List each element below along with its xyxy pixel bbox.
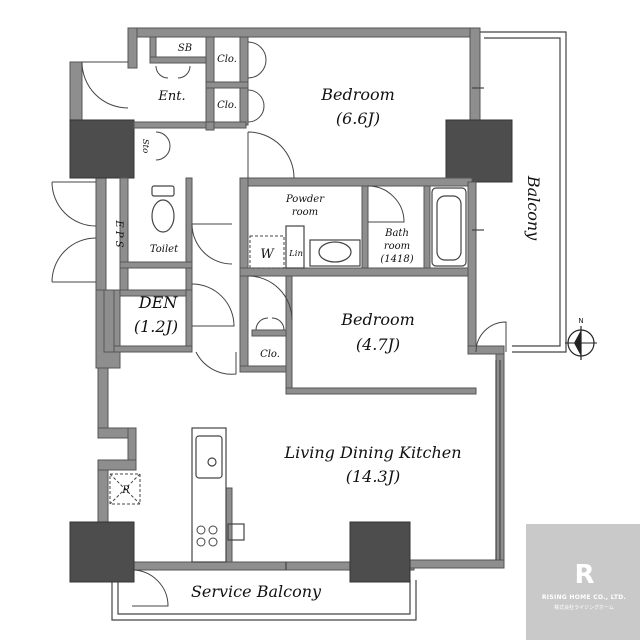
company-logo: R [574,560,594,590]
interior-walls [103,36,505,563]
washer-label: W [260,247,275,262]
toilet-fixture [151,185,175,233]
den-name: DEN [138,293,179,312]
bath-code-label: (1418) [380,254,413,265]
closet-label-1: Clo. [217,54,237,65]
bath-room-label-1: Bath [384,228,409,239]
balcony-label: Balcony [524,175,543,241]
closet-label-3: Clo. [260,349,280,360]
entrance-label: Ent. [157,89,185,104]
linen-label: Lin [288,249,303,259]
bathtub [431,187,467,267]
service-balcony-outline [111,580,417,621]
refrigerator-space [109,473,141,505]
shoe-box-label: SB [178,43,192,54]
compass-north-label: N [578,317,583,325]
company-name: RISING HOME CO., LTD. [541,594,627,601]
toilet-label: Toilet [150,244,179,255]
kitchen-counter [191,427,245,563]
closet-label-2: Clo. [217,100,237,111]
ldk-name: Living Dining Kitchen [283,443,461,462]
doors [51,41,507,607]
company-name-jp: 株式会社ライジングホーム [554,605,614,611]
bedroom-b-size: (4.7J) [356,335,400,354]
bath-room-label-2: room [384,241,410,252]
compass-icon: N [565,317,597,360]
bedroom-a-name: Bedroom [320,85,395,104]
windows [285,87,501,570]
pillars [69,119,513,583]
bedroom-b-name: Bedroom [340,310,415,329]
balcony-outline [478,31,567,353]
bedroom-a-size: (6.6J) [336,109,380,128]
eps-label: E P S [113,219,124,247]
company-watermark: R RISING HOME CO., LTD. 株式会社ライジングホーム [526,524,640,640]
storage-label: Sto [140,139,150,153]
ldk-size: (14.3J) [346,467,401,486]
washer-space [249,225,305,269]
refrigerator-label: R [121,485,130,496]
service-balcony-label: Service Balcony [191,582,322,601]
den-size: (1.2J) [134,317,178,336]
powder-room-label-2: room [292,207,318,218]
washbasin [309,239,361,267]
powder-room-label-1: Powder [285,194,325,205]
